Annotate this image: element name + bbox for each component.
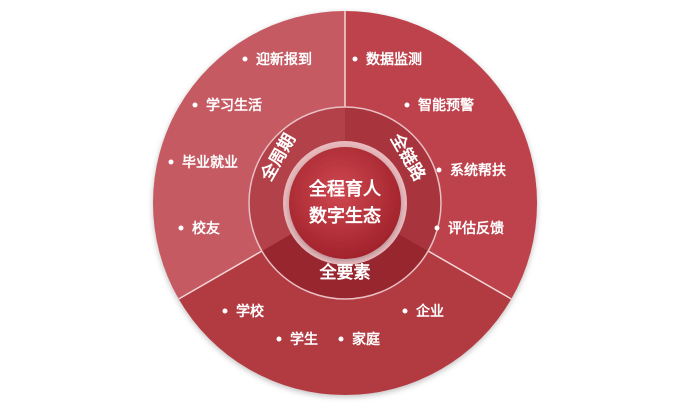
bullet-icon <box>192 102 198 108</box>
bullet-icon <box>404 102 410 108</box>
bullet-icon <box>242 56 248 62</box>
bullet-icon <box>434 225 440 231</box>
sector-dividers <box>178 11 512 300</box>
bullet-icon <box>338 336 344 342</box>
outer-right-item: 系统帮扶 <box>450 162 507 179</box>
outer-left-item: 毕业就业 <box>182 154 238 171</box>
outer-right-item: 评估反馈 <box>448 220 504 237</box>
outer-bottom-item: 学校 <box>236 303 265 320</box>
bullet-icon <box>178 225 184 231</box>
outer-right-item: 数据监测 <box>366 51 422 68</box>
bullet-icon <box>352 56 358 62</box>
middle-label-bottom: 全要素 <box>319 262 371 283</box>
outer-bottom-item: 家庭 <box>352 331 381 348</box>
center-hub: 全程育人 数字生态 <box>283 141 407 265</box>
outer-right-item: 智能预警 <box>417 97 474 114</box>
outer-bottom-items: 学校 学生 家庭 企业 <box>222 303 444 348</box>
bullet-icon <box>168 159 174 165</box>
bullet-icon <box>222 308 228 314</box>
outer-left-item: 迎新报到 <box>256 51 312 68</box>
bullet-icon <box>436 167 442 173</box>
bullet-icon <box>402 308 408 314</box>
outer-left-item: 校友 <box>192 220 220 237</box>
outer-left-items: 迎新报到 学习生活 毕业就业 校友 <box>168 51 312 237</box>
center-title-line2: 数字生态 <box>309 205 381 227</box>
outer-left-item: 学习生活 <box>206 97 262 114</box>
center-title-line1: 全程育人 <box>308 178 382 200</box>
outer-right-items: 数据监测 智能预警 系统帮扶 评估反馈 <box>352 51 507 237</box>
bullet-icon <box>276 336 282 342</box>
outer-bottom-item: 学生 <box>290 331 318 348</box>
outer-bottom-item: 企业 <box>415 303 444 320</box>
